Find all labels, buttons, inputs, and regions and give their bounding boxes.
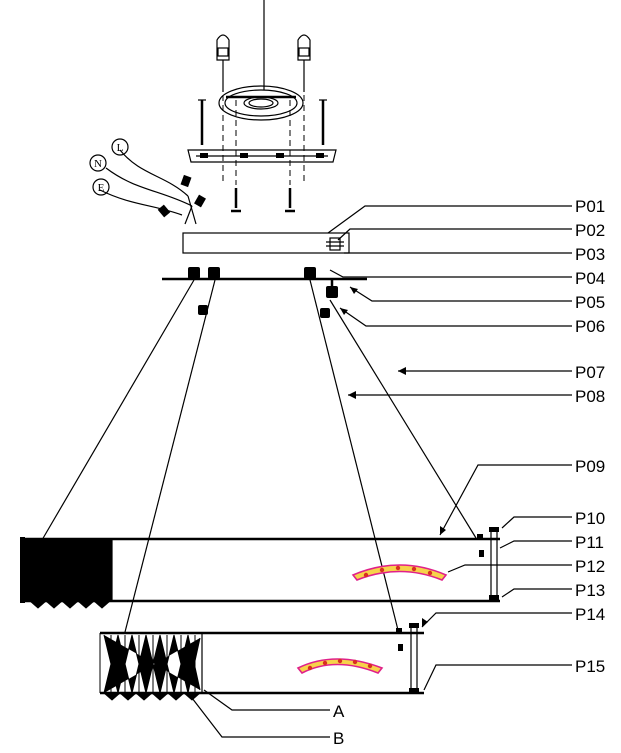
alignment-dashes [222, 95, 305, 185]
wall-plug-left [216, 34, 230, 92]
label-p06: P06 [575, 317, 605, 336]
label-p07: P07 [575, 363, 605, 382]
label-p10: P10 [575, 509, 605, 528]
svg-text:E: E [98, 182, 105, 194]
label-p12: P12 [575, 557, 605, 576]
label-p05: P05 [575, 293, 605, 312]
cable-gripper [326, 237, 344, 251]
label-a: A [333, 702, 345, 721]
mount-screws [198, 99, 327, 145]
label-p11: P11 [575, 533, 604, 552]
wire-label-l: L [111, 138, 129, 156]
bracket-screws [231, 188, 295, 213]
label-p08: P08 [575, 387, 605, 406]
lower-ring-diffuser [99, 633, 201, 701]
bar-grippers [188, 267, 338, 318]
label-p15: P15 [575, 657, 605, 676]
upper-ring-end-clip [477, 527, 499, 600]
wire-label-n: N [89, 154, 107, 172]
wire-label-e: E [92, 178, 110, 196]
part-labels: P01 P02 P03 P04 P05 P06 P07 P08 P09 P10 … [333, 197, 605, 748]
driver-box [182, 232, 350, 254]
label-p13: P13 [575, 581, 605, 600]
lower-led-strip [296, 658, 384, 675]
lower-ring-end-clip [396, 623, 419, 693]
svg-text:L: L [117, 142, 124, 154]
upper-led-strip [351, 564, 448, 581]
label-p09: P09 [575, 457, 605, 476]
label-p01: P01 [575, 197, 605, 216]
canopy-bracket [187, 149, 337, 163]
ceiling-mount-plate [218, 85, 304, 121]
label-b: B [333, 729, 344, 748]
leader-lines [191, 205, 572, 738]
label-p04: P04 [575, 269, 605, 288]
svg-text:N: N [94, 158, 102, 170]
wall-plug-right [297, 34, 311, 92]
upper-ring-diffuser [25, 538, 113, 609]
mains-wires [99, 149, 206, 225]
label-p03: P03 [575, 245, 605, 264]
label-p02: P02 [575, 221, 605, 240]
label-p14: P14 [575, 605, 605, 624]
leader-arrowheads [340, 287, 446, 627]
